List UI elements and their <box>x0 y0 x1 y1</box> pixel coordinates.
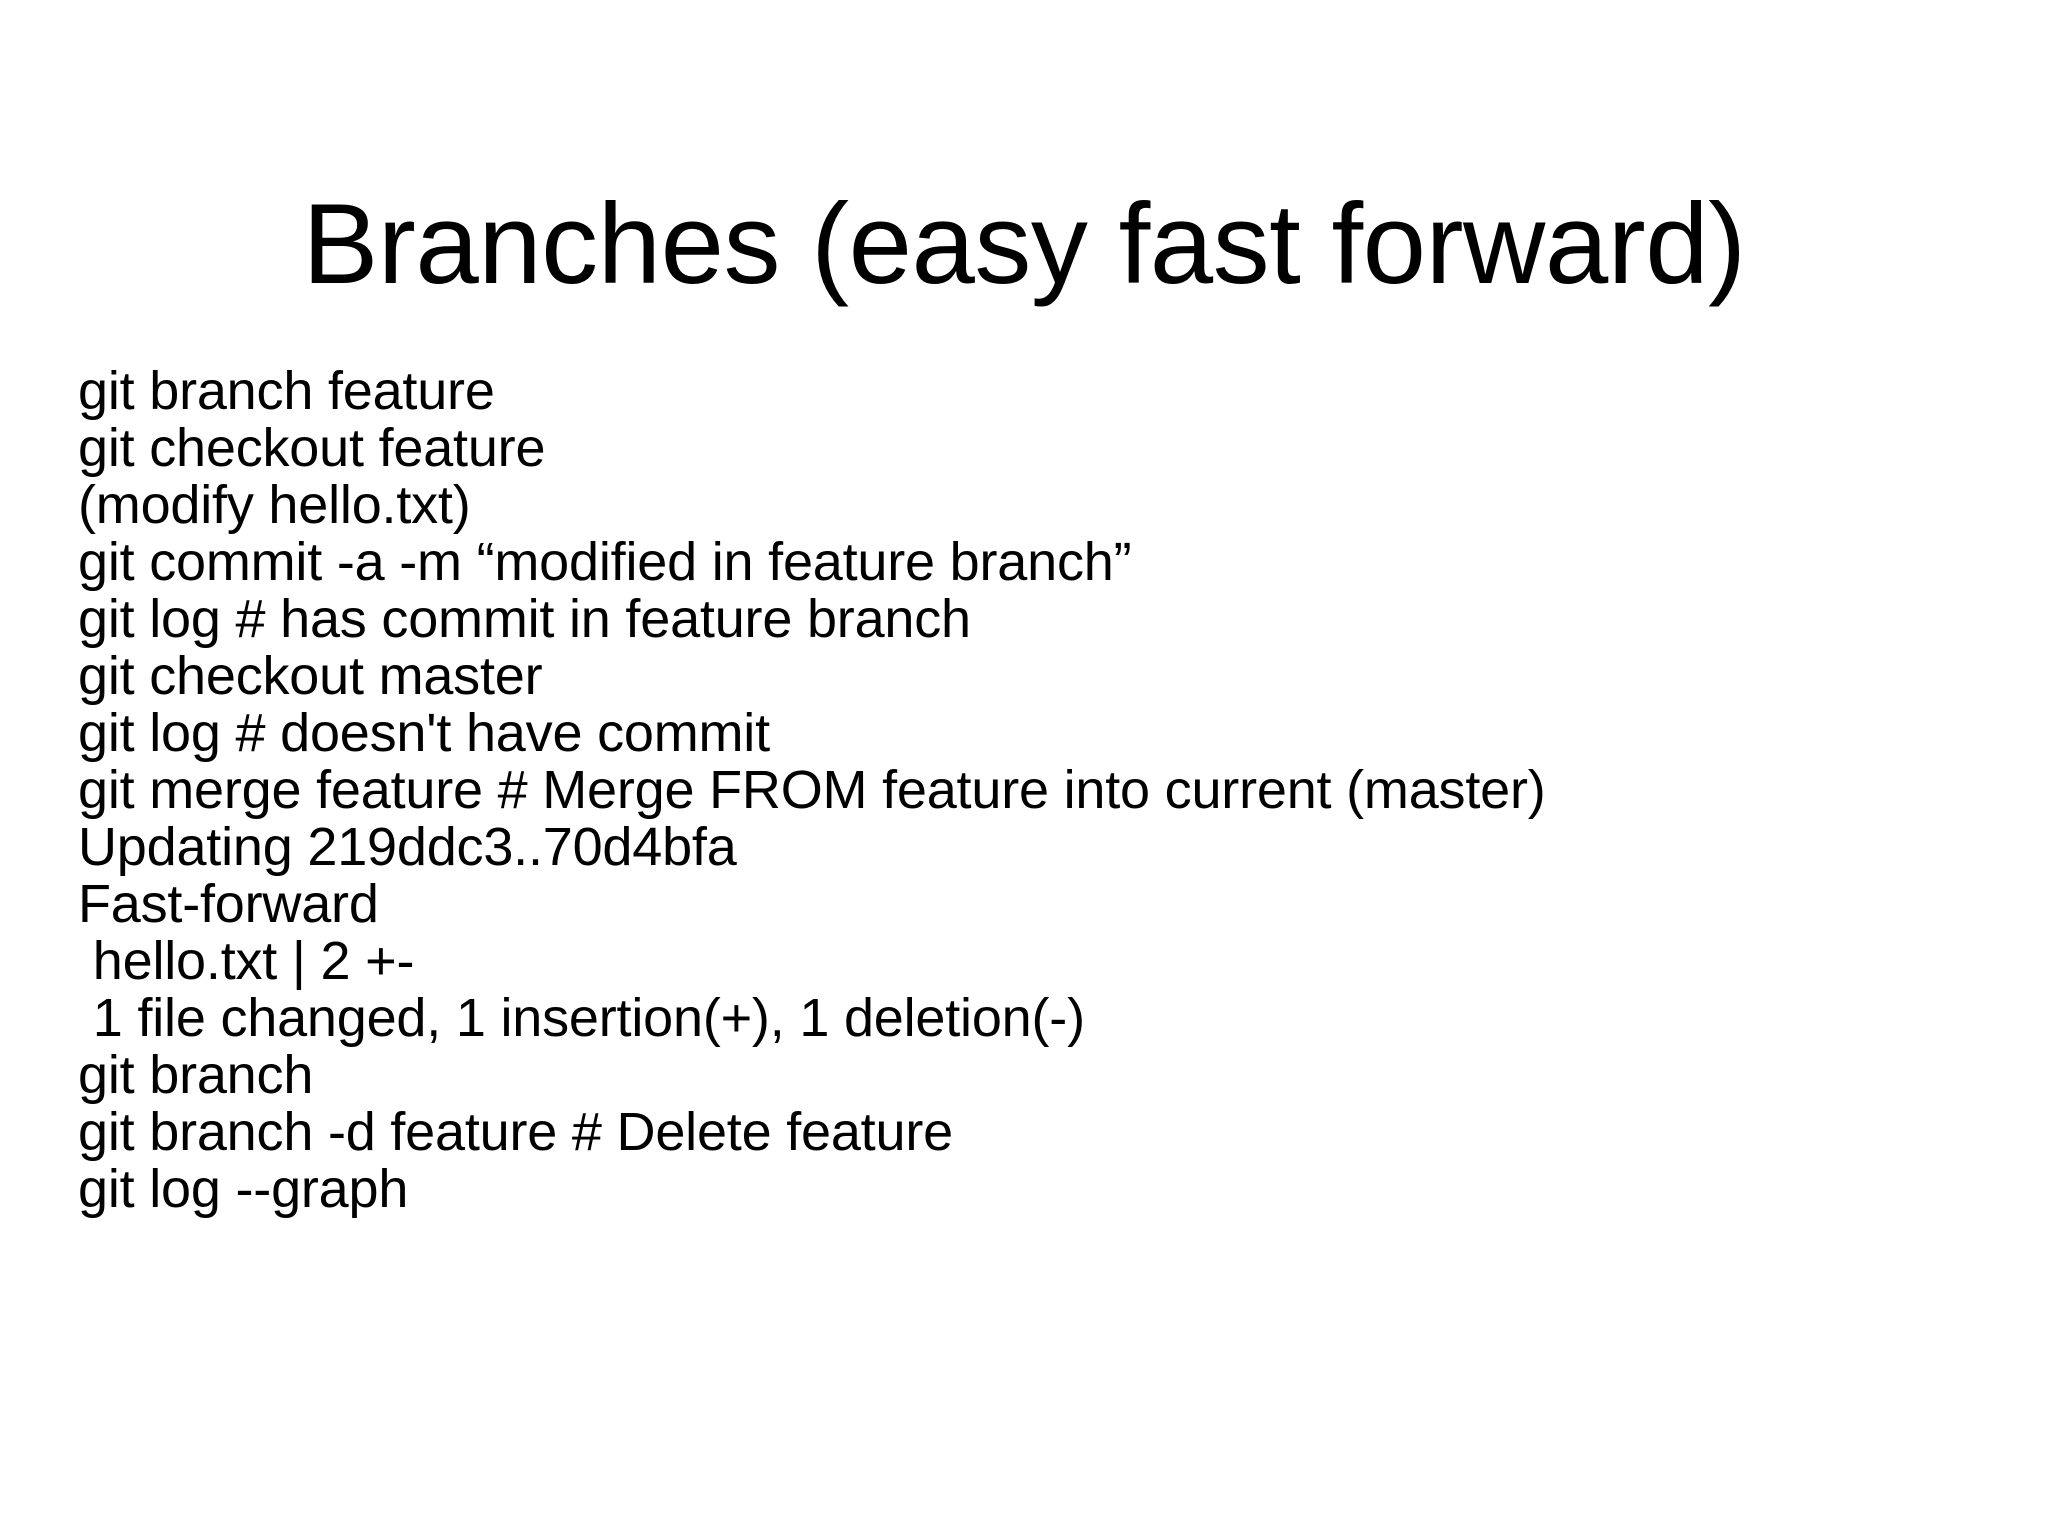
page-title: Branches (easy fast forward) <box>302 181 1746 309</box>
code-line: git branch <box>78 1045 314 1105</box>
code-line: git commit -a -m “modified in feature br… <box>78 532 1132 592</box>
code-line: Fast-forward <box>78 874 379 934</box>
code-line: hello.txt | 2 +- <box>78 931 415 991</box>
code-line: git checkout feature <box>78 418 546 478</box>
code-line: Updating 219ddc3..70d4bfa <box>78 817 737 877</box>
code-line: git branch feature <box>78 361 495 421</box>
code-line: git branch -d feature # Delete feature <box>78 1102 953 1162</box>
code-line: git log # doesn't have commit <box>78 703 770 763</box>
code-line: git log --graph <box>78 1159 409 1219</box>
code-line: git checkout master <box>78 646 543 706</box>
code-line: (modify hello.txt) <box>78 475 471 535</box>
code-line: git merge feature # Merge FROM feature i… <box>78 760 1546 820</box>
code-line: git log # has commit in feature branch <box>78 589 971 649</box>
code-line: 1 file changed, 1 insertion(+), 1 deleti… <box>78 988 1085 1048</box>
